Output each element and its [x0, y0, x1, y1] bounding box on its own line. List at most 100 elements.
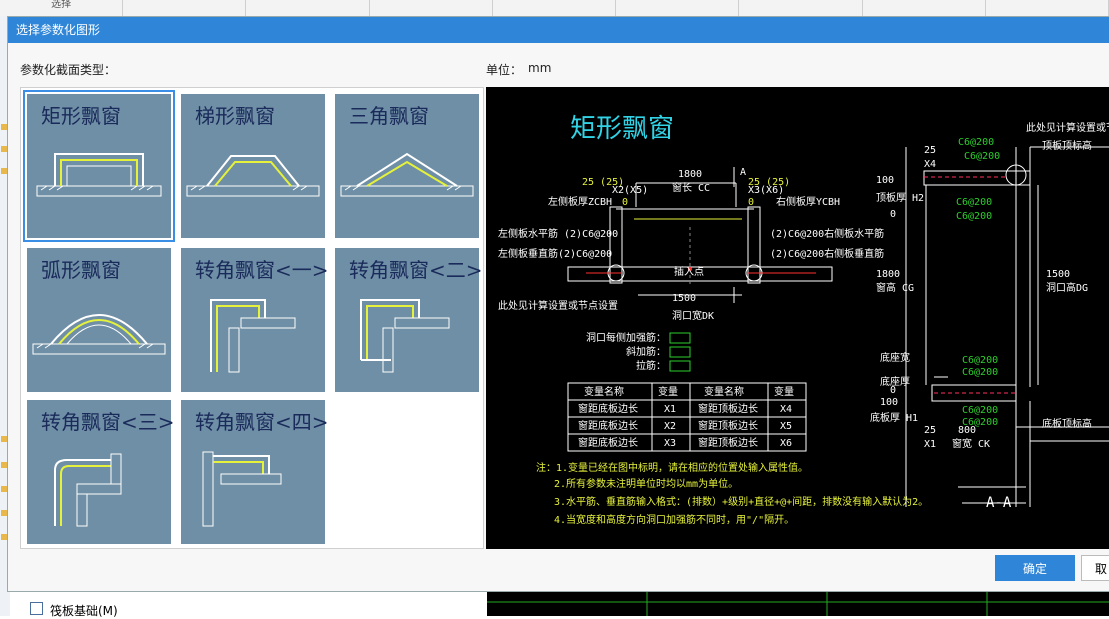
variable-table	[567, 382, 807, 452]
section-rebar: C6@200	[958, 137, 994, 148]
plan-right-thick: 右侧板厚YCBH	[776, 195, 840, 208]
select-parametric-shape-dialog: 选择参数化图形 参数化截面类型： 单位： mm 矩形飘窗 梯形飘窗	[7, 16, 1109, 592]
dialog-title: 选择参数化图形	[16, 23, 101, 37]
table-header: 变量名称	[584, 385, 624, 398]
background-menu-item[interactable]	[493, 0, 617, 16]
shape-tile-corner-bay-window-1[interactable]: 转角飘窗<一>	[177, 244, 329, 396]
background-menu-item[interactable]	[246, 0, 370, 16]
ok-button[interactable]: 确定	[995, 555, 1075, 581]
section-rebar: C6@200	[956, 211, 992, 222]
reinforcement-tie-field[interactable]	[669, 360, 691, 372]
shape-tile-label: 转角飘窗<三>	[41, 410, 175, 434]
plan-right-h-rebar: (2)C6@200右侧板水平筋	[770, 227, 884, 240]
plan-dim-top-center: 1800	[678, 169, 702, 180]
insert-point-marker	[688, 267, 692, 271]
shape-tile-background	[181, 94, 325, 238]
section-h1800: 1800	[876, 269, 900, 280]
table-cell: X6	[780, 438, 792, 449]
plan-section-mark: A	[740, 167, 746, 178]
table-cell: X2	[664, 421, 676, 432]
shape-tile-label: 转角飘窗<四>	[195, 410, 329, 434]
table-header: 变量名称	[704, 385, 744, 398]
table-header: 变量	[658, 385, 678, 398]
section-rebar: C6@200	[956, 197, 992, 208]
section-h100-bot: 100	[880, 397, 898, 408]
section-rebar: C6@200	[962, 355, 998, 366]
cancel-button[interactable]: 取	[1081, 555, 1109, 581]
shape-tile-background	[335, 94, 479, 238]
section-title: A-A	[986, 495, 1012, 511]
plan-zero-left: 0	[622, 197, 628, 208]
reinforcement-diagonal-field[interactable]	[669, 346, 691, 358]
note-line: 4.当宽度和高度方向洞口加强筋不同时，用"/"隔开。	[554, 513, 794, 526]
corner-bay-window-3-icon	[54, 453, 122, 527]
plan-x3: X3(X6)	[748, 185, 784, 196]
table-cell: X1	[664, 404, 676, 415]
background-menu-item[interactable]	[986, 0, 1109, 16]
section-rebar: C6@200	[962, 367, 998, 378]
section-h100-top: 100	[876, 175, 894, 186]
shape-tile-label: 弧形飘窗	[41, 258, 121, 282]
section-h0-bot: 0	[890, 385, 896, 396]
shape-tile-label: 转角飘窗<二>	[349, 258, 483, 282]
background-menu-item[interactable]	[863, 0, 986, 16]
preview-title: 矩形飘窗	[570, 114, 674, 144]
unit-value: mm	[528, 61, 552, 75]
note-line: 注：1.变量已经在图中标明，请在相应的位置处输入属性值。	[536, 461, 808, 474]
plan-width-dim: 1500	[672, 293, 696, 304]
shape-tile-label: 转角飘窗<一>	[195, 258, 329, 282]
shape-tile-label: 矩形飘窗	[41, 104, 121, 128]
section-window-width: 窗宽 CK	[952, 437, 990, 450]
background-menu-item[interactable]	[370, 0, 493, 16]
section-top-thick: 顶板厚 H2	[876, 191, 924, 204]
shape-tile-corner-bay-window-4[interactable]: 转角飘窗<四>	[177, 396, 329, 548]
background-menu-item[interactable]: 选择	[0, 0, 124, 16]
section-dim-25-top: 25	[924, 145, 936, 156]
shape-tile-corner-bay-window-2[interactable]: 转角飘窗<二>	[331, 244, 483, 396]
folder-icon	[1, 462, 8, 468]
plan-right-v-rebar: (2)C6@200右侧板垂直筋	[770, 247, 884, 260]
section-window-height: 窗高 CG	[876, 281, 914, 294]
plan-zero-right: 0	[748, 197, 754, 208]
shape-tile-label: 三角飘窗	[349, 104, 429, 128]
unit-label: 单位：	[486, 63, 523, 77]
background-menu-strip: 选择	[0, 0, 1109, 17]
arc-bay-window-icon	[32, 314, 166, 355]
shape-tile-background	[27, 400, 171, 544]
reinforcement-each-side-field[interactable]	[669, 332, 691, 344]
folder-icon	[1, 124, 8, 130]
dialog-titlebar[interactable]: 选择参数化图形	[8, 17, 1109, 43]
section-rebar: C6@200	[962, 417, 998, 428]
shape-tile-background	[181, 400, 325, 544]
background-cad-view	[487, 592, 1109, 616]
plan-insert-point: 插入点	[674, 265, 704, 278]
background-menu-item[interactable]	[123, 0, 247, 16]
plan-dim-top-left: 25 (25)	[582, 177, 624, 188]
section-h1500: 1500	[1046, 269, 1070, 280]
plan-window-length: 窗长 CC	[672, 181, 710, 194]
section-opening-height: 洞口高DG	[1046, 281, 1088, 294]
plan-x2: X2(X5)	[612, 185, 648, 196]
table-cell: X3	[664, 438, 676, 449]
table-cell: X4	[780, 404, 792, 415]
shape-tile-arc-bay-window[interactable]: 弧形飘窗	[23, 244, 175, 396]
shape-tile-label: 梯形飘窗	[195, 104, 275, 128]
section-top-slab-top: 顶板顶标高	[1042, 139, 1092, 152]
note-line: 2.所有参数未注明单位时均以mm为单位。	[554, 477, 738, 490]
background-menu-item[interactable]	[616, 0, 740, 16]
note-line: 3.水平筋、垂直筋输入格式：(排数）+级别+直径+@+间距，排数没有输入默认为2…	[554, 495, 928, 508]
table-cell: 窗距底板边长	[578, 436, 638, 449]
reinforcement-each-side-label: 洞口每侧加强筋：	[586, 331, 666, 344]
section-dim-800: 800	[958, 425, 976, 436]
shape-tile-background	[181, 248, 325, 392]
table-cell: 窗距顶板边长	[698, 419, 758, 432]
table-cell: 窗距底板边长	[578, 419, 638, 432]
section-type-label: 参数化截面类型：	[20, 63, 117, 77]
shape-tile-triangle-bay-window[interactable]: 三角飘窗	[331, 90, 483, 242]
shape-tile-trapezoid-bay-window[interactable]: 梯形飘窗	[177, 90, 329, 242]
tree-item-raft-foundation[interactable]: 筏板基础(M)	[50, 604, 118, 618]
shape-tile-rect-bay-window[interactable]: 矩形飘窗	[23, 90, 175, 242]
background-menu-item[interactable]	[739, 0, 863, 16]
table-cell: 窗距顶板边长	[698, 436, 758, 449]
shape-tile-corner-bay-window-3[interactable]: 转角飘窗<三>	[23, 396, 175, 548]
